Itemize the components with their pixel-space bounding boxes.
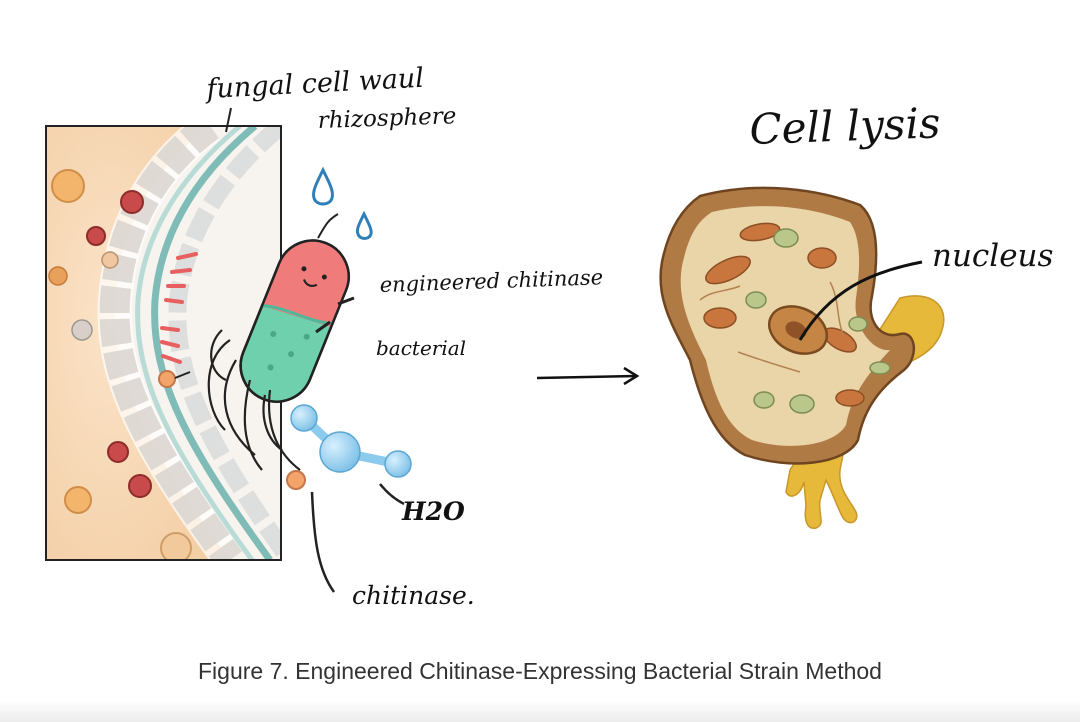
figure-diagram: fungal cell waul rhizosphere engineered … [45,63,1053,610]
label-h2o: H2O [401,497,465,526]
water-molecule-icon [290,404,412,478]
label-engineered-chitinase: engineered chitinase [379,265,603,297]
label-chitinase: chitinase. [352,581,475,610]
label-nucleus: nucleus [932,238,1053,274]
bacterium-icon [207,213,355,471]
label-bacterial: bacterial [376,336,466,360]
title-cell-lysis: Cell lysis [749,98,942,154]
figure-caption: Figure 7. Engineered Chitinase-Expressin… [198,658,882,684]
arrow-right-icon [536,366,640,386]
label-rhizosphere: rhizosphere [317,103,457,134]
chitinase-molecule [158,370,176,388]
water-drop-icon [312,166,334,206]
chitinase-molecule [286,470,306,490]
fungal-cell-panel [45,107,282,561]
label-fungal-cell-wall: fungal cell waul [204,63,425,105]
bottom-edge [0,700,1080,722]
water-drop-icon [355,210,373,240]
lysed-cell [659,186,945,529]
